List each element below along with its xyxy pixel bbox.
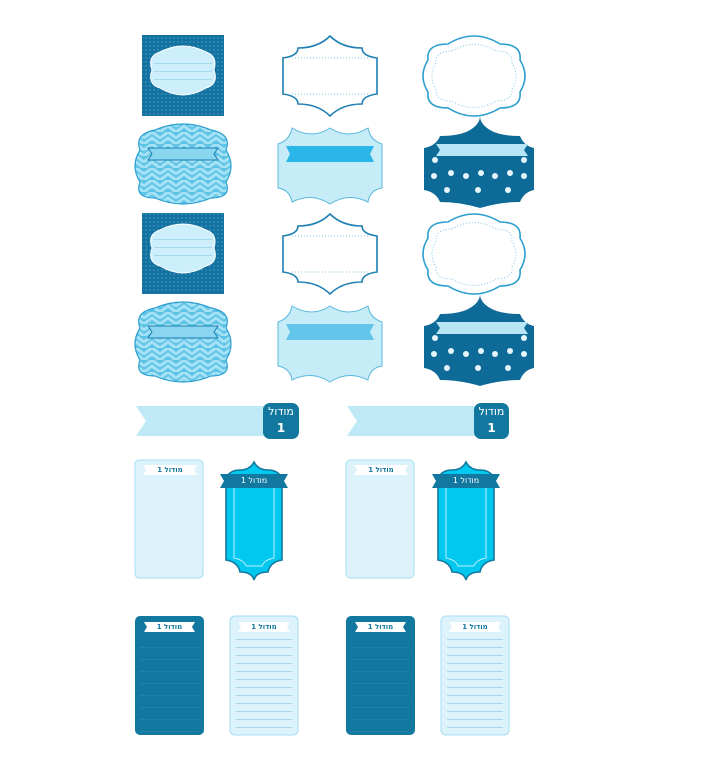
light-lined-card-2 (440, 615, 510, 736)
light-bracket-label-2 (277, 305, 383, 383)
bright-frame-card-1 (220, 460, 288, 581)
light-lined-card-1-title: מודול 1 (251, 623, 277, 631)
cloud-frame-label-2 (422, 213, 526, 295)
light-bracket-label-1 (277, 127, 383, 205)
dark-lined-card-1 (135, 616, 204, 735)
cloud-frame-label-1 (422, 35, 526, 117)
module-banner-left-shape (136, 403, 299, 439)
pale-card-1 (134, 459, 204, 579)
bracket-frame-label-1 (282, 34, 378, 118)
light-lined-card-2-title: מודול 1 (462, 623, 488, 631)
dark-flower-label-1 (424, 116, 534, 208)
bright-frame-card-2-title: מודול 1 (452, 476, 480, 485)
module-banner-right-number: 1 (487, 421, 496, 435)
bright-frame-card-2 (432, 460, 500, 581)
light-lined-card-1 (229, 615, 299, 736)
dark-lined-card-1-title: מודול 1 (156, 623, 183, 631)
module-banner-left-word: מודול (268, 405, 294, 418)
dark-lined-card-2 (346, 616, 415, 735)
module-banner-right-word: מודול (478, 405, 505, 418)
module-banner-left-number: 1 (276, 421, 286, 435)
chevron-label-1 (134, 123, 232, 205)
chevron-label-2 (134, 301, 232, 383)
dark-flower-label-2 (424, 294, 534, 386)
pale-card-2 (345, 459, 415, 579)
dark-lined-card-2-title: מודול 1 (367, 623, 394, 631)
dotted-square-label-1 (142, 35, 224, 116)
bright-frame-card-1-title: מודול 1 (240, 476, 268, 485)
pale-card-1-title: מודול 1 (157, 466, 183, 474)
dotted-square-label-2 (142, 213, 224, 294)
bracket-frame-label-2 (282, 212, 378, 296)
pale-card-2-title: מודול 1 (368, 466, 394, 474)
module-banner-right-shape (347, 403, 509, 439)
